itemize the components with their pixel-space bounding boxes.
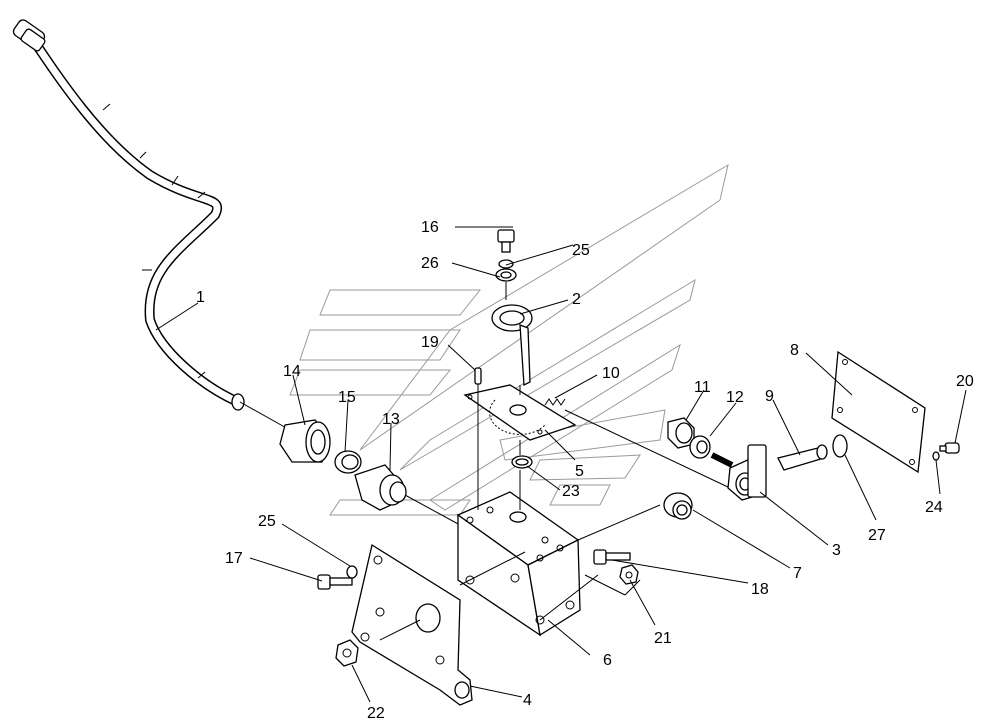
label-23: 23 bbox=[562, 483, 580, 500]
screw-part-20 bbox=[939, 442, 960, 454]
label-2: 2 bbox=[572, 291, 581, 308]
ring-part-15 bbox=[334, 450, 362, 474]
lever-part-3 bbox=[710, 444, 767, 501]
label-9: 9 bbox=[765, 388, 774, 405]
label-16: 16 bbox=[421, 219, 439, 236]
label-10: 10 bbox=[602, 365, 620, 382]
label-19: 19 bbox=[421, 334, 439, 351]
plate-part-5 bbox=[463, 384, 577, 441]
washer-part-26 bbox=[495, 268, 517, 282]
label-7: 7 bbox=[793, 565, 802, 582]
label-17: 17 bbox=[225, 550, 243, 567]
label-1: 1 bbox=[196, 289, 205, 306]
bushing-part-7 bbox=[663, 492, 693, 520]
label-14: 14 bbox=[283, 363, 301, 380]
label-11: 11 bbox=[694, 379, 711, 396]
watermark-logo bbox=[289, 163, 729, 516]
leader-lines bbox=[155, 226, 967, 703]
hose-part-1 bbox=[12, 19, 291, 431]
cover-part-8 bbox=[831, 350, 926, 474]
washer-part-12 bbox=[689, 435, 711, 459]
pin-part-19 bbox=[474, 367, 482, 385]
nut-part-21 bbox=[619, 564, 639, 585]
label-26: 26 bbox=[421, 255, 439, 272]
label-27: 27 bbox=[868, 527, 886, 544]
circlip-part-27 bbox=[832, 434, 848, 458]
label-25-top: 25 bbox=[572, 242, 590, 259]
pin-part-9 bbox=[777, 444, 828, 471]
label-21: 21 bbox=[654, 630, 672, 647]
nut-part-11 bbox=[667, 417, 695, 449]
label-6: 6 bbox=[603, 652, 612, 669]
label-25-left: 25 bbox=[258, 513, 276, 530]
label-5: 5 bbox=[575, 463, 584, 480]
label-4: 4 bbox=[523, 692, 532, 709]
label-13: 13 bbox=[382, 411, 400, 428]
bolt-part-16 bbox=[497, 229, 515, 253]
label-3: 3 bbox=[832, 542, 841, 559]
bolt-part-17 bbox=[317, 565, 358, 590]
label-20: 20 bbox=[956, 373, 974, 390]
label-15: 15 bbox=[338, 389, 356, 406]
oring-part-23 bbox=[511, 455, 533, 469]
spring-part-10 bbox=[544, 398, 566, 406]
lever-part-2 bbox=[491, 304, 533, 387]
fitting-part-13 bbox=[354, 464, 461, 526]
bolt-part-18 bbox=[593, 549, 631, 565]
label-12: 12 bbox=[726, 389, 744, 406]
plate-part-4 bbox=[351, 543, 473, 706]
nut-part-14 bbox=[279, 419, 331, 463]
assembly-lines bbox=[379, 282, 731, 641]
label-8: 8 bbox=[790, 342, 799, 359]
label-24: 24 bbox=[925, 499, 943, 516]
washer-part-25-top bbox=[498, 259, 514, 269]
washer-part-24 bbox=[932, 451, 940, 461]
nut-part-22 bbox=[335, 639, 359, 667]
valve-block-part-6 bbox=[456, 491, 581, 637]
label-18: 18 bbox=[751, 581, 769, 598]
label-22: 22 bbox=[367, 705, 385, 722]
callout-labels: 1 2 3 4 5 6 7 8 9 10 11 12 13 14 15 16 1… bbox=[196, 219, 974, 722]
